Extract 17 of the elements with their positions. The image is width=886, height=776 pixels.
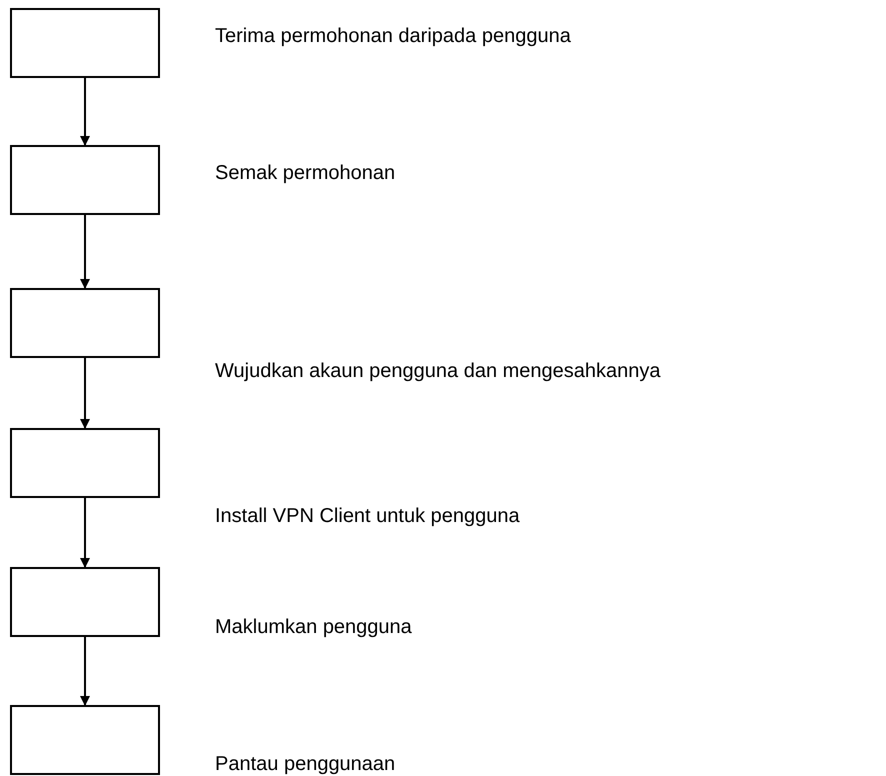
arrow bbox=[80, 78, 90, 146]
process-box bbox=[10, 8, 160, 78]
step-label: Maklumkan pengguna bbox=[215, 615, 412, 639]
process-box bbox=[10, 567, 160, 637]
step-label: Install VPN Client untuk pengguna bbox=[215, 504, 520, 528]
arrow bbox=[80, 215, 90, 289]
step-label: Semak permohonan bbox=[215, 161, 396, 185]
process-box bbox=[10, 428, 160, 498]
step-label: Terima permohonan daripada pengguna bbox=[215, 24, 571, 48]
process-box bbox=[10, 145, 160, 215]
process-box bbox=[10, 705, 160, 775]
process-box bbox=[10, 288, 160, 358]
step-label: Pantau penggunaan bbox=[215, 752, 396, 776]
arrow bbox=[80, 637, 90, 706]
arrow bbox=[80, 498, 90, 568]
arrow bbox=[80, 358, 90, 429]
step-label: Wujudkan akaun pengguna dan mengesahkannya bbox=[215, 359, 661, 383]
